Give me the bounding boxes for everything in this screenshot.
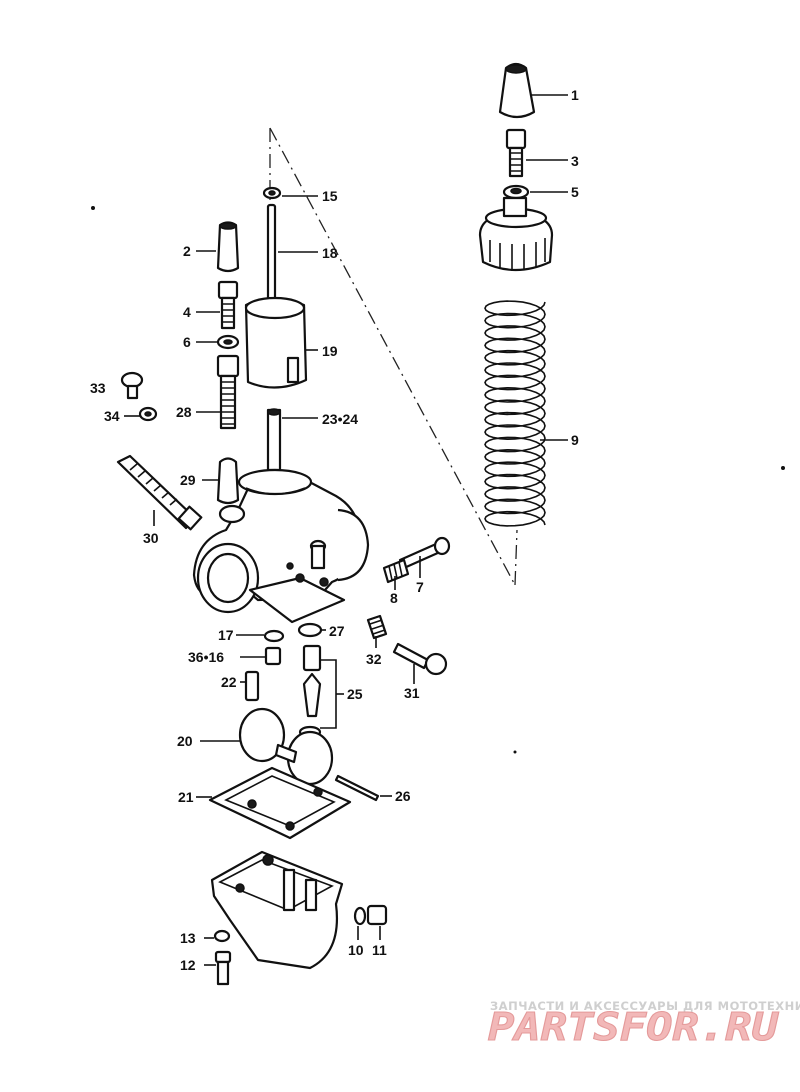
callout-7: 7 <box>416 579 424 595</box>
watermark-tagline: ЗАПЧАСТИ И АКСЕССУАРЫ ДЛЯ МОТОТЕХНИКИ <box>490 999 800 1013</box>
part-2-cap <box>216 221 240 273</box>
part-18-jet-needle <box>266 203 277 312</box>
callout-20: 20 <box>177 733 193 749</box>
part-6-nut <box>216 334 240 350</box>
part-28-cable-adjuster <box>216 354 240 430</box>
part-34-washer <box>138 406 158 422</box>
scan-specks <box>91 206 785 754</box>
part-17-washer <box>263 629 285 643</box>
part-26-float-pin <box>334 774 380 802</box>
callout-32: 32 <box>366 651 382 667</box>
part-27-washer <box>297 622 323 638</box>
callout-15: 15 <box>322 188 338 204</box>
callout-4: 4 <box>183 304 191 320</box>
callout-27: 27 <box>329 623 345 639</box>
callout-31: 31 <box>404 685 420 701</box>
part-4-adjuster <box>217 280 239 330</box>
callout-10: 10 <box>348 942 364 958</box>
callout-28: 28 <box>176 404 192 420</box>
part-10-washer <box>353 906 367 926</box>
part-25-needle-valve <box>298 644 322 739</box>
part-11-drain-plug <box>366 904 388 926</box>
callout-8: 8 <box>390 590 398 606</box>
part-12-screw <box>214 950 232 986</box>
part-9-throttle-spring <box>484 300 546 527</box>
callout-30: 30 <box>143 530 159 546</box>
part-31-throttle-stop-screw <box>392 642 448 676</box>
part-21-gasket <box>208 766 352 840</box>
callout-11: 11 <box>372 942 387 958</box>
carburetor-body <box>192 468 370 624</box>
float-bowl <box>210 850 344 970</box>
watermark: ЗАПЧАСТИ И АКСЕССУАРЫ ДЛЯ МОТОТЕХНИКИ PA… <box>488 999 800 1050</box>
part-1-top-cap <box>498 62 536 119</box>
callout-1: 1 <box>571 87 579 103</box>
callout-6: 6 <box>183 334 191 350</box>
callout-25: 25 <box>347 686 363 702</box>
callout-9: 9 <box>571 432 579 448</box>
callout-5: 5 <box>571 184 579 200</box>
part-19-throttle-valve <box>244 296 308 389</box>
part-5-locknut <box>502 184 530 200</box>
callout-13: 13 <box>180 930 196 946</box>
callout-22: 22 <box>221 674 237 690</box>
callout-3: 3 <box>571 153 579 169</box>
part-20-float <box>238 707 334 786</box>
part-36-16-main-jet <box>264 646 282 666</box>
callout-33: 33 <box>90 380 106 396</box>
leader-lines <box>124 94 568 966</box>
part-22-pilot-jet <box>244 670 260 702</box>
callout-23-24: 23•24 <box>322 411 358 427</box>
part-33-screw <box>120 371 144 400</box>
callout-2: 2 <box>183 243 191 259</box>
mixing-chamber-top-nut <box>478 196 554 272</box>
callout-26: 26 <box>395 788 411 804</box>
part-8-spring <box>382 558 410 584</box>
part-30-choke-cable <box>116 454 203 531</box>
callout-34: 34 <box>104 408 120 424</box>
callout-19: 19 <box>322 343 338 359</box>
watermark-logo: PARTSFOR.RU <box>488 1005 779 1049</box>
part-32-spring <box>366 614 388 640</box>
callout-29: 29 <box>180 472 196 488</box>
part-7-air-screw <box>398 536 451 570</box>
part-29-cap <box>216 457 240 505</box>
part-15-clip <box>262 186 282 200</box>
part-23-24-needle-jet <box>266 408 282 472</box>
callout-36-16: 36•16 <box>188 649 224 665</box>
part-3-adjuster-bolt <box>505 128 527 178</box>
part-13-clip <box>213 929 231 943</box>
callout-12: 12 <box>180 957 196 973</box>
callout-labels: 1 3 5 9 15 18 19 23•24 2 4 6 28 29 33 34… <box>90 87 579 973</box>
callout-18: 18 <box>322 245 338 261</box>
callout-21: 21 <box>178 789 194 805</box>
callout-17: 17 <box>218 627 234 643</box>
